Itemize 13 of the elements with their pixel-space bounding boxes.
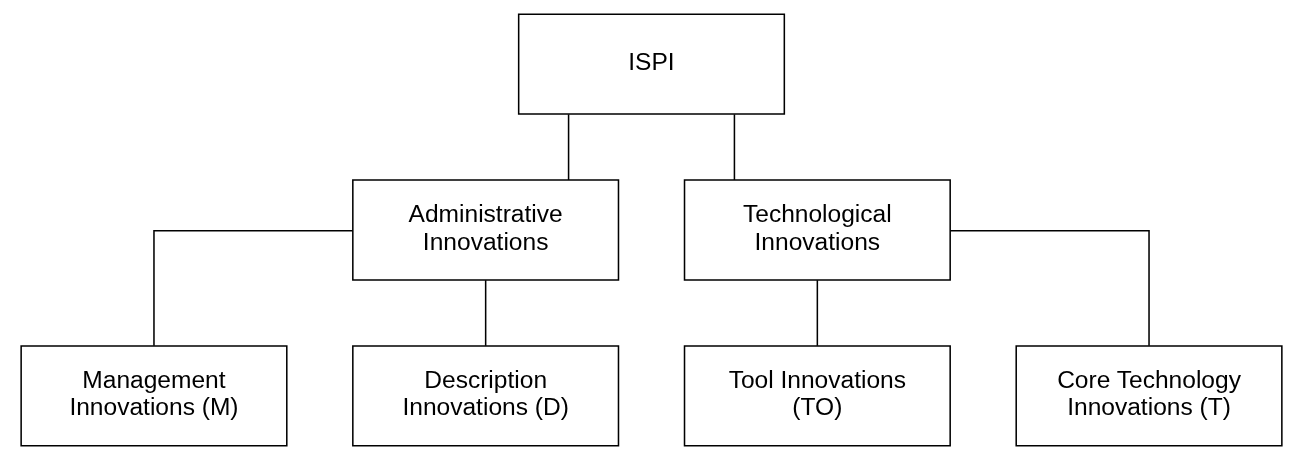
node-box: Administrative Innovations — [351, 179, 619, 281]
connector — [816, 279, 818, 347]
node-box: Management Innovations (M) — [19, 345, 288, 447]
connector — [949, 230, 1150, 347]
connector — [484, 279, 486, 347]
connector — [733, 113, 735, 181]
node-box: Description Innovations (D) — [351, 345, 619, 447]
node-box: ISPI — [517, 13, 785, 115]
node-box: Technological Innovations — [683, 179, 951, 281]
node-box: Tool Innovations (TO) — [683, 345, 951, 447]
connector — [152, 230, 353, 347]
connector — [567, 113, 569, 181]
node-box: Core Technology Innovations (T) — [1014, 345, 1283, 447]
